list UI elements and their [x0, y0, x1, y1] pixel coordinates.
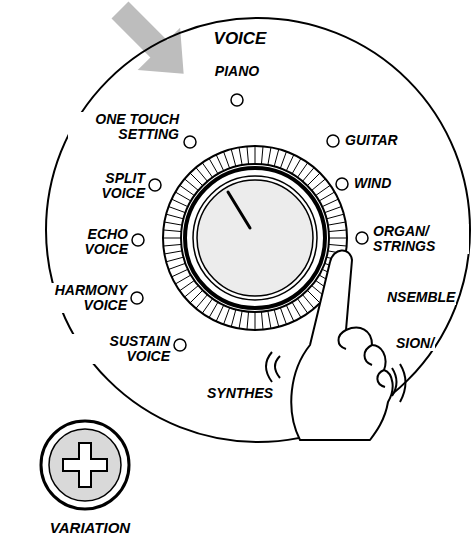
knurl-tick [316, 185, 331, 195]
knurl-tick [326, 214, 343, 219]
voice-label: SPLIT VOICE [74, 171, 146, 201]
knurl-tick [224, 152, 230, 169]
knurl-tick [274, 149, 279, 166]
knurl-tick [303, 168, 315, 182]
panel-outline [46, 18, 470, 442]
voice-label: WIND [353, 176, 392, 191]
knurl-tick [180, 185, 195, 195]
knurl-tick [239, 311, 242, 329]
knurl-tick [216, 305, 224, 321]
knurl-tick [286, 155, 294, 171]
knurl-tick [255, 146, 256, 164]
knurl-tick [261, 312, 263, 330]
knurl-tick [286, 305, 294, 321]
knurl-tick [247, 146, 249, 164]
knurl-tick [280, 308, 286, 325]
knurl-tick [172, 269, 188, 277]
knurl-tick [185, 286, 199, 298]
knurl-tick [209, 158, 218, 174]
voice-label: SYNTHES [206, 386, 274, 401]
knurl-tick [190, 173, 203, 186]
voice-label: SUSTAIN VOICE [69, 334, 171, 364]
voice-label: NSEMBLE [386, 290, 456, 305]
knurl-tick [180, 280, 195, 290]
knurl-tick [164, 251, 182, 254]
knurl-tick [268, 147, 271, 165]
knurl-tick [172, 199, 188, 207]
knurl-tick [329, 244, 347, 246]
knurl-tick [319, 192, 335, 201]
sound-waves [266, 352, 406, 402]
knurl-tick [164, 222, 182, 225]
knurl-tick [163, 244, 181, 246]
knurl-tick [261, 146, 263, 164]
knurl-tick [303, 295, 315, 309]
knurl-tick [196, 168, 208, 182]
variation-button [41, 421, 129, 509]
knurl-tick [280, 152, 286, 169]
knurl-tick [169, 207, 186, 213]
knurl-tick [163, 230, 181, 232]
knurl-tick [202, 299, 212, 314]
knurl-tick [175, 275, 191, 284]
button-label: VARIATION [49, 520, 131, 535]
knurl-tick [216, 155, 224, 171]
voice-label: HARMONY VOICE [26, 283, 128, 313]
knurl-tick [231, 309, 236, 326]
knurl-tick [166, 257, 183, 262]
voice-label: ECHO VOICE [57, 227, 129, 257]
knurl-tick [190, 290, 203, 303]
knurl-tick [325, 207, 342, 213]
knurl-tick [247, 312, 249, 330]
knurl-tick [307, 290, 320, 303]
voice-label: GUITAR [344, 133, 399, 148]
knurl-tick [312, 179, 326, 191]
knurl-tick [224, 308, 230, 325]
knurl-tick [239, 147, 242, 165]
knurl-tick [209, 302, 218, 318]
knurl-tick [202, 163, 212, 178]
knurl-tick [169, 263, 186, 269]
knurl-tick [185, 179, 199, 191]
knurl-tick [175, 192, 191, 201]
knurl-tick [255, 312, 256, 330]
knurl-tick [322, 199, 338, 207]
knurl-tick [292, 302, 301, 318]
knurl-tick [297, 163, 307, 178]
knurl-tick [329, 230, 347, 232]
knurl-tick [231, 149, 236, 166]
knurl-tick [297, 299, 307, 314]
knurl-tick [329, 238, 347, 239]
voice-label: ORGAN/ STRINGS [372, 224, 469, 254]
voice-label: SION/ [395, 336, 435, 351]
voice-label: ONE TOUCH SETTING [68, 112, 180, 142]
knurl-tick [166, 214, 183, 219]
panel-title: VOICE [213, 30, 268, 48]
knurl-tick [292, 158, 301, 174]
knurl-tick [307, 173, 320, 186]
knurl-tick [196, 295, 208, 309]
voice-label: PIANO [214, 64, 260, 79]
knurl-tick [274, 309, 279, 326]
knurl-tick [328, 222, 346, 225]
hand [291, 250, 392, 440]
knurl-tick [268, 311, 271, 329]
knurl-tick [163, 238, 181, 239]
